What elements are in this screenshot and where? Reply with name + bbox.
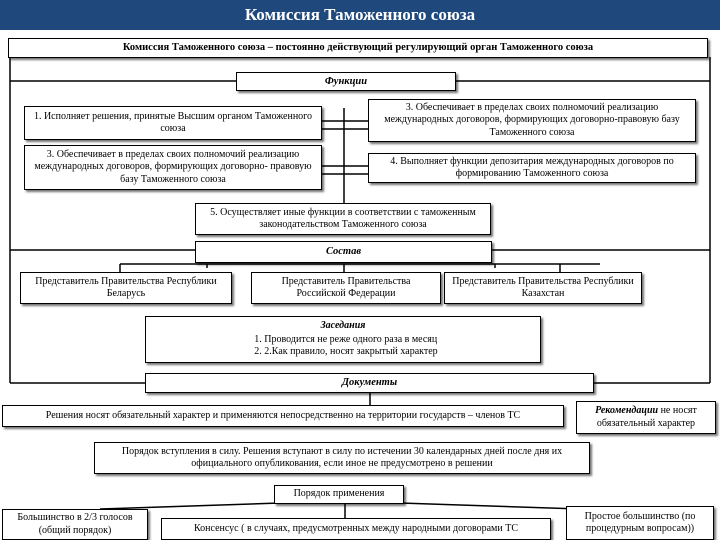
page-title: Комиссия Таможенного союза	[0, 0, 720, 30]
member-belarus: Представитель Правительства Республики Б…	[20, 272, 232, 304]
definition-box: Комиссия Таможенного союза – постоянно д…	[8, 38, 708, 58]
meetings-heading: Заседания	[320, 320, 366, 332]
application-order-box: Порядок применения	[274, 485, 404, 504]
functions-heading: Функции	[236, 72, 456, 91]
recommendations-label: Рекомендации	[595, 405, 659, 416]
consensus-box: Консенсус ( в случаях, предусмотренных м…	[161, 518, 551, 540]
composition-heading: Состав	[195, 241, 492, 263]
function-item-3-left: 3. Обеспечивает в пределах своих полномо…	[24, 145, 322, 190]
member-russia: Представитель Правительства Российской Ф…	[251, 272, 441, 304]
documents-heading: Документы	[145, 373, 594, 393]
entry-into-force-box: Порядок вступления в силу. Решения вступ…	[94, 442, 590, 474]
member-kazakhstan: Представитель Правительства Республики К…	[444, 272, 642, 304]
decisions-box: Решения носят обязательный характер и пр…	[2, 405, 564, 427]
simple-majority-box: Простое большинство (по процедурным вопр…	[566, 506, 714, 540]
recommendations-text: не носят обязательный характер	[596, 405, 697, 429]
function-item-1: 1. Исполняет решения, принятые Высшим ор…	[24, 106, 322, 140]
function-item-4: 4. Выполняет функции депозитария междуна…	[368, 153, 696, 183]
majority-box: Большинство в 2/3 голосов (общий порядок…	[2, 509, 148, 540]
recommendations-box: Рекомендации не носят обязательный харак…	[576, 401, 716, 434]
meetings-item: 2.Как правило, носят закрытый характер	[264, 346, 437, 359]
function-item-5: 5. Осуществляет иные функции в соответст…	[195, 203, 491, 235]
meetings-box: Заседания Проводится не реже одного раза…	[145, 316, 541, 363]
meetings-item: Проводится не реже одного раза в месяц	[264, 334, 437, 347]
meetings-list: Проводится не реже одного раза в месяц 2…	[248, 334, 437, 359]
function-item-3-right: 3. Обеспечивает в пределах своих полномо…	[368, 99, 696, 142]
